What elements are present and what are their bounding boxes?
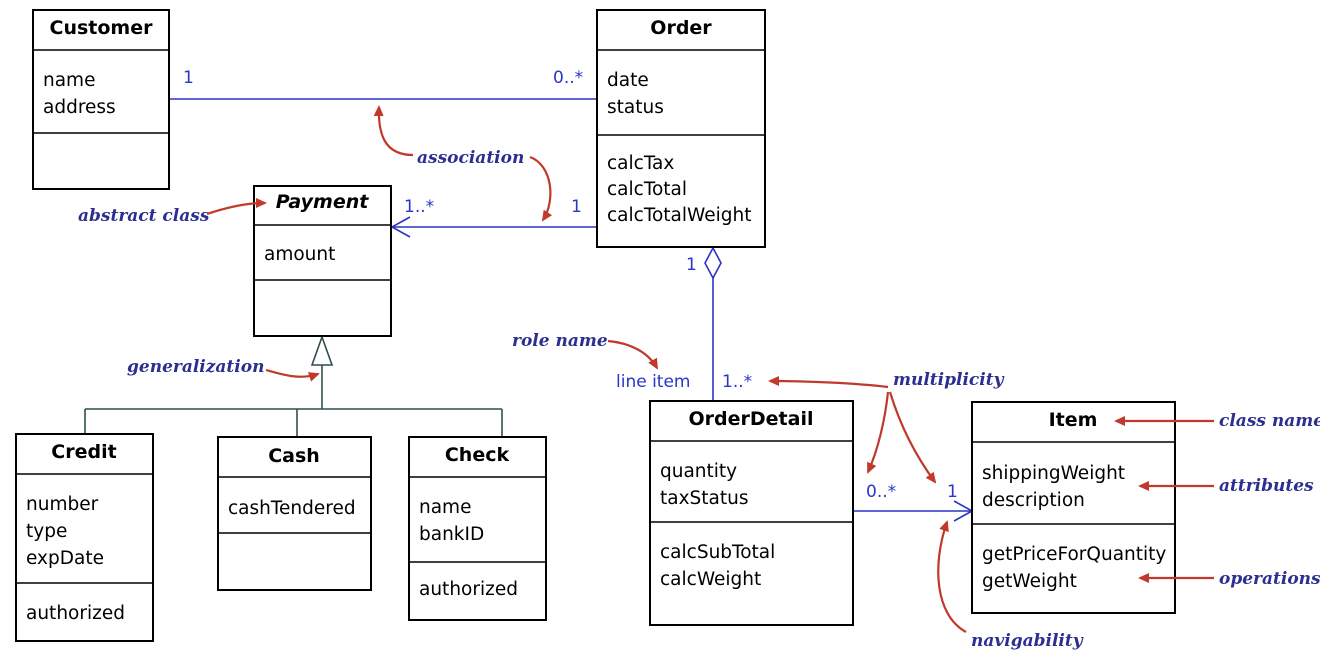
connectors: [84, 98, 974, 522]
mult-order-payment-end: 1: [571, 197, 582, 217]
arrow-abstract-class: [206, 198, 267, 216]
annotation-labels: association abstract class generalizatio…: [78, 148, 1320, 651]
attribute: quantity: [660, 461, 737, 482]
operation: getWeight: [982, 571, 1077, 592]
note-association: association: [417, 148, 524, 168]
operation: calcTotalWeight: [607, 205, 751, 226]
note-operations: operations: [1219, 569, 1320, 589]
mult-orderdetail-end: 1..*: [722, 372, 752, 392]
note-navigability: navigability: [971, 631, 1084, 651]
class-customer: Customer name address: [32, 9, 170, 190]
operation: calcWeight: [660, 569, 761, 590]
generalization-triangle: [310, 334, 334, 366]
multiplicity-labels: 1 0..* 1..* 1 1 1..* line item 0..* 1: [183, 68, 958, 502]
class-name: Item: [1049, 409, 1098, 431]
class-item: Item shippingWeight description getPrice…: [971, 401, 1176, 614]
attribute: name: [419, 497, 471, 518]
attribute: type: [26, 521, 67, 542]
class-name: OrderDetail: [689, 408, 814, 430]
operation: calcTotal: [607, 179, 687, 200]
note-multiplicity: multiplicity: [893, 370, 1005, 390]
operation: authorized: [26, 603, 125, 624]
class-order: Order date status calcTax calcTotal calc…: [596, 9, 766, 248]
operation: calcSubTotal: [660, 542, 775, 563]
attribute: status: [607, 97, 664, 118]
generalization-tree: [84, 334, 503, 437]
attribute: name: [43, 70, 95, 91]
operation: calcTax: [607, 153, 674, 174]
class-payment: Payment amount: [253, 185, 392, 337]
note-role-name: role name: [512, 331, 608, 351]
note-class-name: class name: [1219, 411, 1320, 431]
attribute: taxStatus: [660, 488, 749, 509]
class-cash: Cash cashTendered: [217, 436, 372, 591]
attribute: address: [43, 97, 116, 118]
arrow-association-to-line: [373, 105, 414, 157]
arrow-role-name: [607, 339, 658, 370]
class-name: Check: [445, 444, 510, 466]
mult-order-end: 0..*: [553, 68, 583, 88]
class-credit: Credit number type expDate authorized: [15, 433, 154, 642]
attribute: expDate: [26, 548, 104, 569]
aggregation-diamond: [704, 246, 722, 280]
operation: getPriceForQuantity: [982, 544, 1166, 565]
arrow-multiplicity-to-1: [888, 391, 937, 484]
attribute: number: [26, 494, 99, 515]
note-abstract-class: abstract class: [78, 206, 210, 226]
class-name: Order: [650, 17, 712, 39]
mult-customer-end: 1: [183, 68, 194, 88]
attribute: bankID: [419, 524, 484, 545]
class-name: Customer: [50, 17, 154, 39]
class-check: Check name bankID authorized: [408, 436, 547, 621]
mult-order-aggregation-end: 1: [686, 255, 697, 275]
arrow-multiplicity-to-1-star: [768, 376, 889, 389]
arrow-navigability: [937, 520, 967, 633]
class-name: Payment: [276, 191, 370, 213]
attribute: amount: [264, 244, 335, 265]
attribute: description: [982, 490, 1085, 511]
class-name: Cash: [268, 445, 320, 467]
mult-detail-item-item-end: 1: [947, 482, 958, 502]
attribute: shippingWeight: [982, 463, 1125, 484]
note-attributes: attributes: [1219, 476, 1314, 496]
attribute: cashTendered: [228, 498, 356, 519]
mult-detail-item-detail-end: 0..*: [866, 482, 896, 502]
attribute: date: [607, 70, 649, 91]
role-name-line-item: line item: [616, 372, 691, 392]
class-orderdetail: OrderDetail quantity taxStatus calcSubTo…: [649, 400, 854, 626]
arrow-association-to-payment-line: [529, 155, 553, 222]
mult-payment-end: 1..*: [404, 197, 434, 217]
operation: authorized: [419, 579, 518, 600]
arrow-generalization: [265, 368, 320, 382]
arrow-multiplicity-to-0-star: [866, 391, 890, 474]
note-generalization: generalization: [127, 357, 264, 377]
annotation-arrows: [206, 105, 1214, 633]
class-name: Credit: [51, 441, 116, 463]
